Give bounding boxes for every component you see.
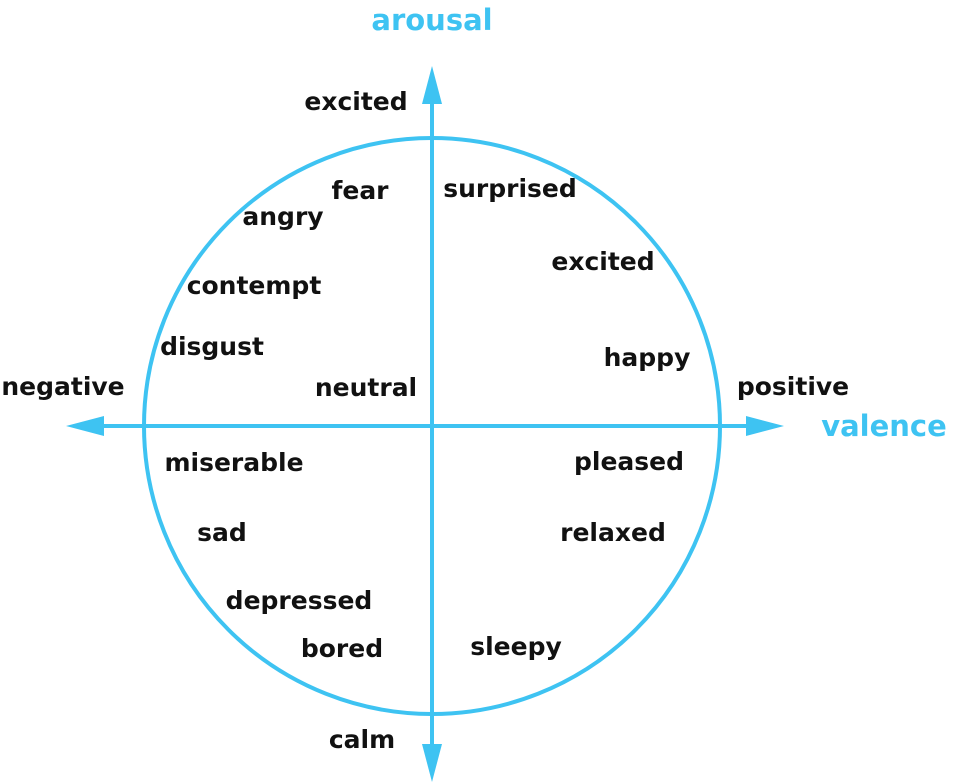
valence-arrow-left-icon — [66, 416, 104, 436]
valence-axis-title: valence — [821, 409, 947, 443]
emotion-label-sleepy: sleepy — [470, 632, 562, 661]
arousal-axis-title: arousal — [371, 3, 492, 37]
emotion-label-happy: happy — [604, 343, 691, 372]
emotion-label-neutral: neutral — [315, 373, 417, 402]
emotion-label-sad: sad — [197, 518, 247, 547]
emotion-label-disgust: disgust — [160, 332, 264, 361]
emotion-label-bored: bored — [301, 634, 383, 663]
emotion-label-excited: excited — [551, 247, 654, 276]
axis-left-label: negative — [1, 372, 124, 401]
valence-arrow-right-icon — [746, 416, 784, 436]
axis-bottom-label: calm — [329, 725, 395, 754]
emotion-label-angry: angry — [242, 202, 323, 231]
axis-top-label: excited — [304, 87, 407, 116]
axis-right-label: positive — [737, 372, 849, 401]
arousal-arrow-up-icon — [422, 66, 442, 104]
arousal-arrow-down-icon — [422, 744, 442, 782]
emotion-label-relaxed: relaxed — [560, 518, 666, 547]
emotion-label-pleased: pleased — [574, 447, 684, 476]
emotion-label-fear: fear — [331, 176, 389, 205]
emotion-label-miserable: miserable — [164, 448, 303, 477]
emotion-label-surprised: surprised — [443, 174, 577, 203]
emotion-label-contempt: contempt — [187, 271, 322, 300]
emotion-label-depressed: depressed — [226, 586, 373, 615]
